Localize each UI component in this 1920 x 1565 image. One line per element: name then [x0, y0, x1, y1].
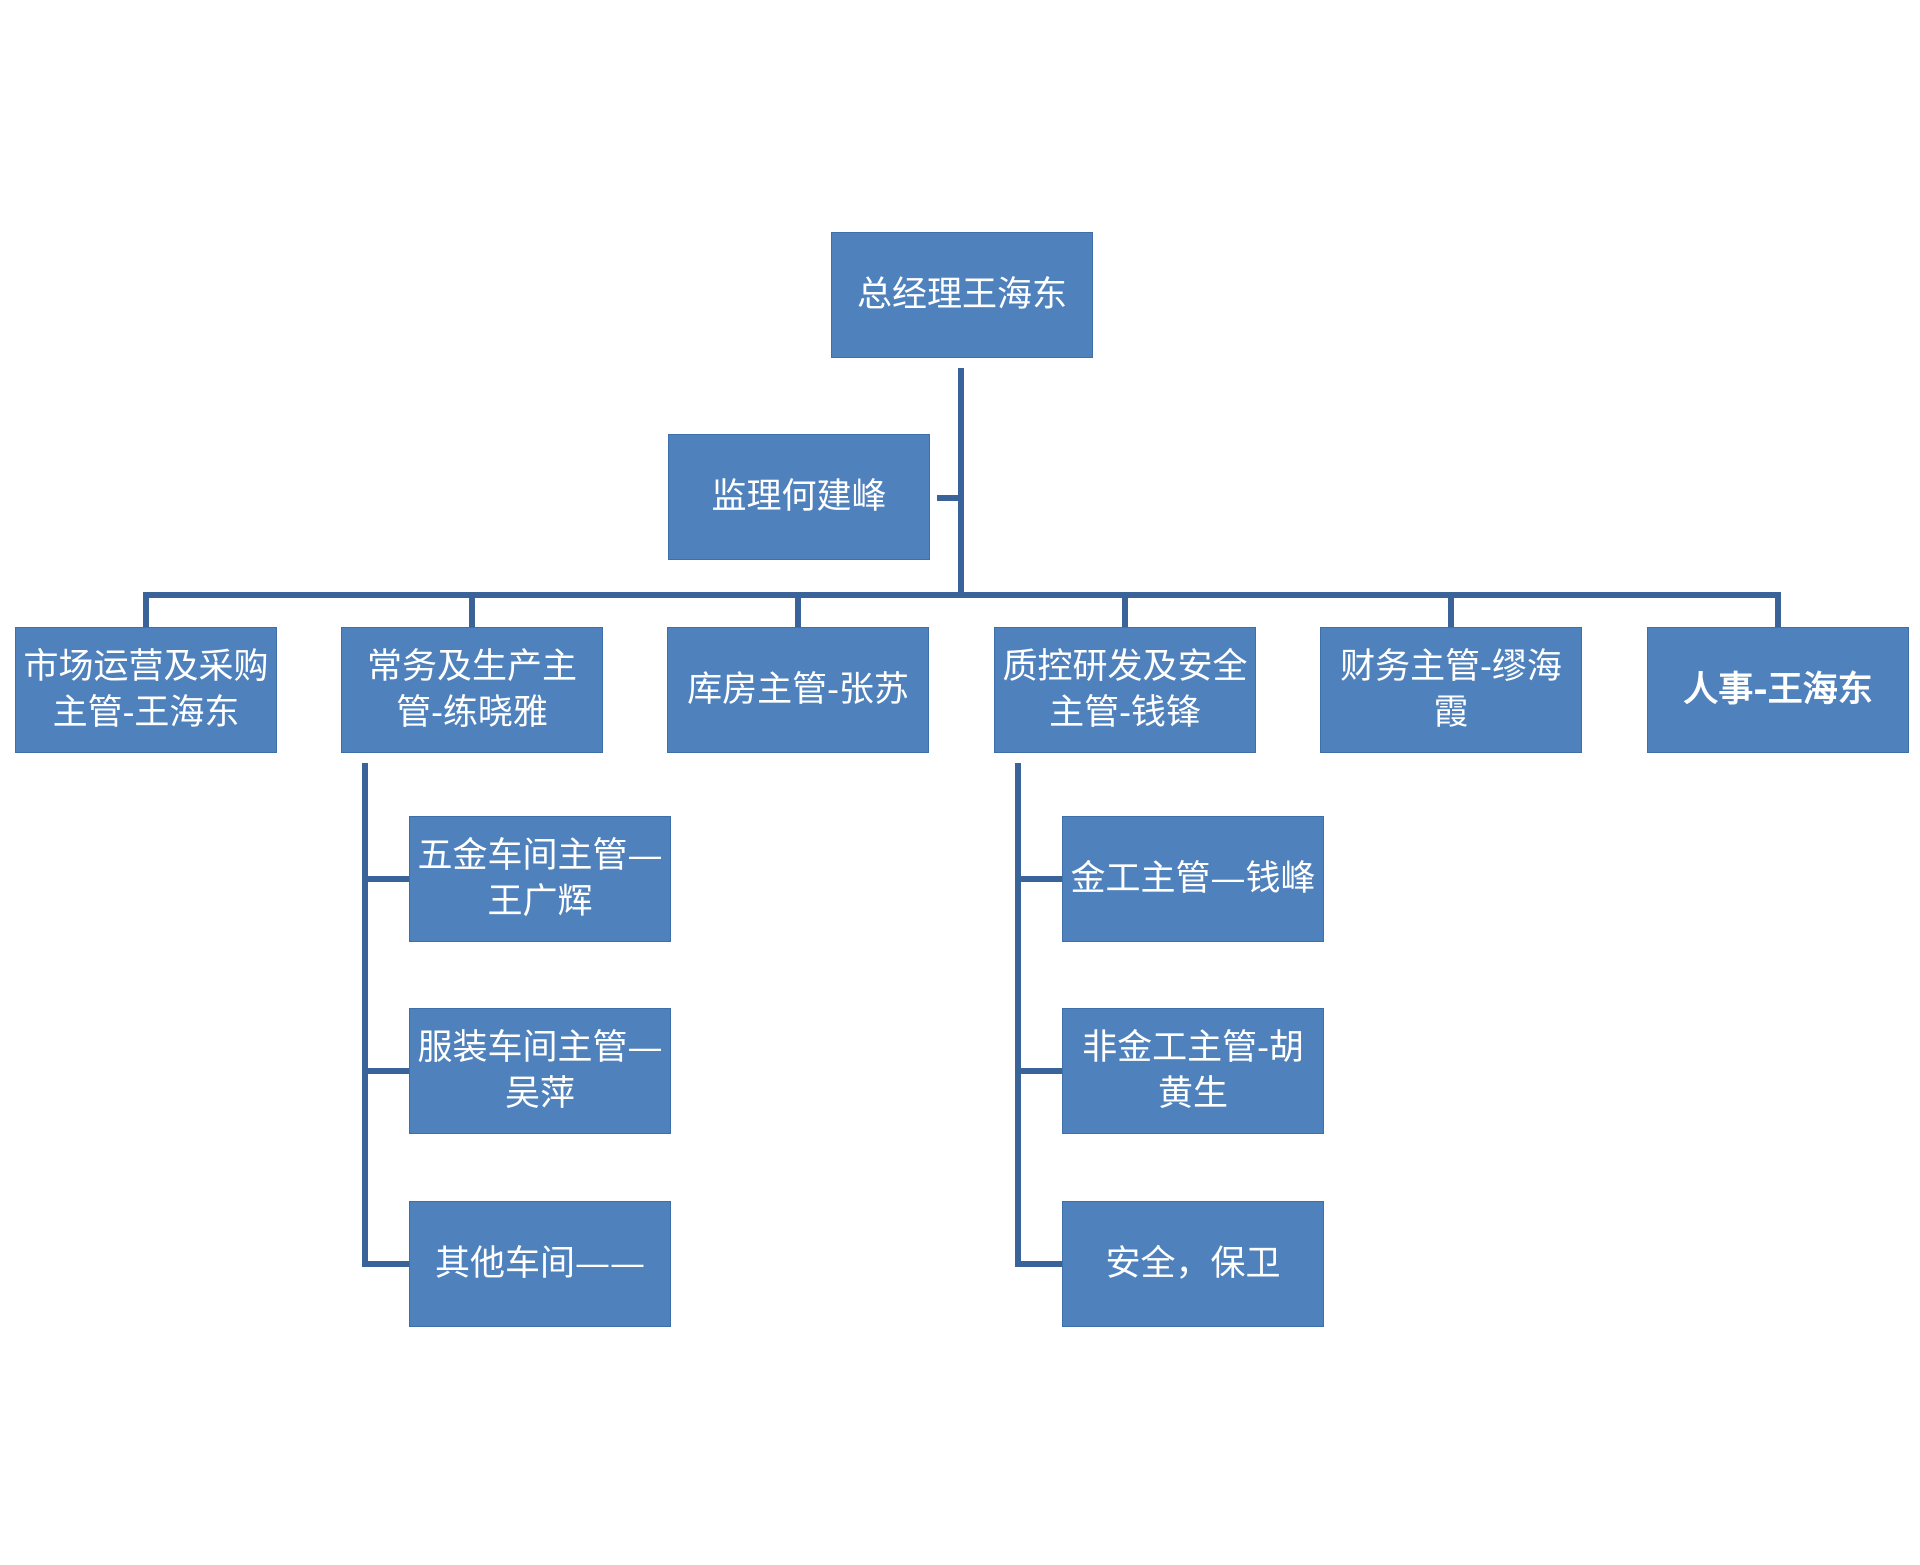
node-production-manager-label: 常务及生产主管-练晓雅	[366, 647, 577, 733]
node-hr: 人事-王海东	[1647, 627, 1909, 753]
node-finance-manager: 财务主管-缪海霞	[1320, 627, 1582, 753]
node-metalwork-manager: 金工主管—钱峰	[1062, 816, 1324, 942]
node-supervisor: 监理何建峰	[668, 434, 930, 560]
node-general-manager: 总经理王海东	[831, 232, 1093, 358]
node-quality-safety-manager-label: 质控研发及安全主管-钱锋	[1002, 647, 1248, 733]
node-warehouse-manager: 库房主管-张苏	[667, 627, 929, 753]
node-hardware-workshop-manager: 五金车间主管—王广辉	[409, 816, 671, 942]
node-garment-workshop-manager-label: 服装车间主管—吴萍	[417, 1028, 663, 1114]
node-safety-security-label: 安全，保卫	[1105, 1244, 1281, 1284]
node-production-manager: 常务及生产主管-练晓雅	[341, 627, 603, 753]
node-marketing-procurement-manager-label: 市场运营及采购主管-王海东	[23, 647, 269, 733]
node-safety-security: 安全，保卫	[1062, 1201, 1324, 1327]
node-hr-label: 人事-王海东	[1683, 669, 1873, 710]
node-metalwork-manager-label: 金工主管—钱峰	[1070, 859, 1316, 899]
node-marketing-procurement-manager: 市场运营及采购主管-王海东	[15, 627, 277, 753]
node-supervisor-label: 监理何建峰	[711, 477, 887, 517]
node-non-metalwork-manager-label: 非金工主管-胡黄生	[1082, 1028, 1304, 1114]
node-other-workshops: 其他车间——	[409, 1201, 671, 1327]
node-general-manager-label: 总经理王海东	[856, 275, 1067, 315]
node-quality-safety-manager: 质控研发及安全主管-钱锋	[994, 627, 1256, 753]
node-finance-manager-label: 财务主管-缪海霞	[1340, 647, 1562, 733]
node-warehouse-manager-label: 库房主管-张苏	[687, 670, 909, 710]
node-non-metalwork-manager: 非金工主管-胡黄生	[1062, 1008, 1324, 1134]
node-garment-workshop-manager: 服装车间主管—吴萍	[409, 1008, 671, 1134]
node-hardware-workshop-manager-label: 五金车间主管—王广辉	[417, 836, 663, 922]
node-other-workshops-label: 其他车间——	[434, 1244, 645, 1284]
